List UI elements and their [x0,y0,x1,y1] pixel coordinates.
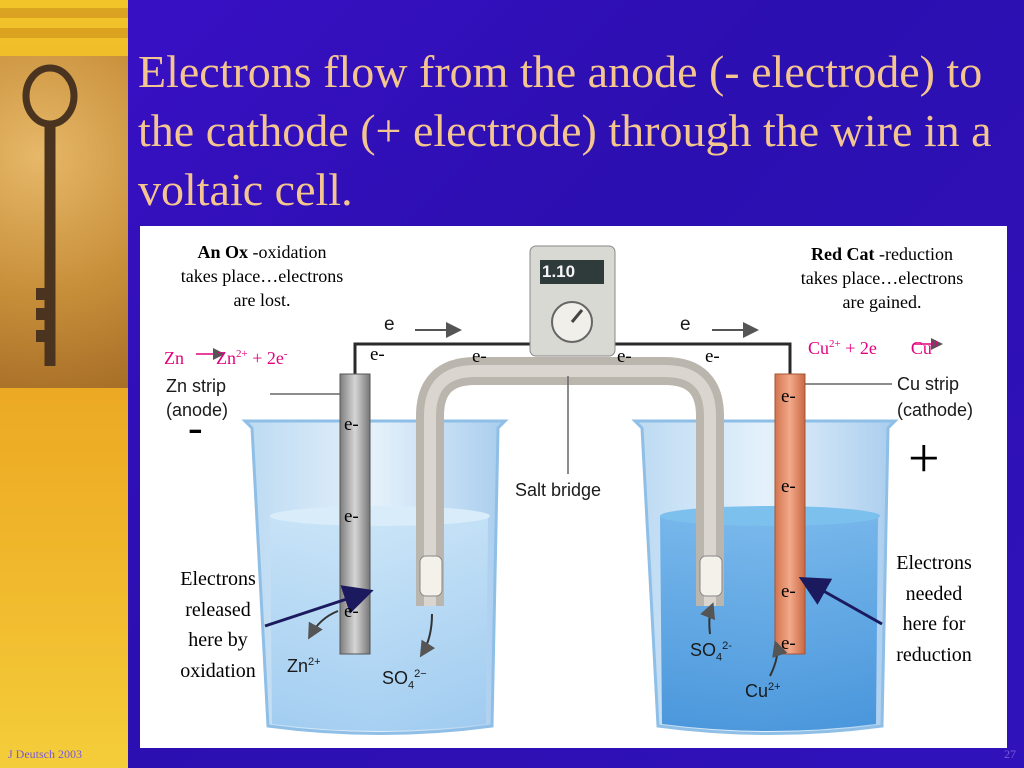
electron-label: e- [344,506,359,527]
wire-left [353,342,550,374]
electron-label: e- [781,633,796,654]
meter-reading: 1.10 [542,262,576,281]
electrons-needed-note: Electrons needed here for reduction [896,552,972,666]
sidebar-stripe [0,8,128,18]
electron-label: e- [344,414,359,435]
positive-sign: + [908,428,940,490]
left-sidebar [0,0,128,768]
cotton-plug [699,555,723,597]
footer-credit: J Deutsch 2003 [8,747,82,761]
cathode-label: (cathode) [897,400,974,420]
sulfate-right-label: SO42- [690,640,732,664]
salt-bridge-label: Salt bridge [515,480,602,500]
electron-label: e- [344,601,359,622]
electron-label: e- [370,344,385,365]
electron-label: e- [781,581,796,602]
anode-label: (anode) [166,400,229,420]
key-icon [22,64,78,366]
electron-label: e- [781,386,796,407]
sidebar-stripe [0,28,128,38]
cotton-plug [419,555,443,597]
electron-label: e- [472,346,487,367]
slide-number: 27 [1004,747,1016,761]
slide-title: Electrons flow from the anode (- electro… [138,46,992,215]
electron-label: e- [705,346,720,367]
redcat-note: Red Cat -reduction takes place…electrons… [800,244,964,312]
wire-electron-left: e [384,314,395,335]
electrons-released-note: Electrons released here by oxidation [180,568,256,682]
voltmeter [529,245,616,357]
diagram-panel: 1.10 e e Zn strip (anode) Cu strip (cath… [140,226,1007,748]
wire-right [595,342,792,374]
voltaic-cell-diagram [196,245,943,735]
electron-label: e- [617,346,632,367]
key-image [0,56,128,388]
zn-ion-label: Zn2+ [287,656,321,676]
sulfate-left-label: SO42− [382,668,427,692]
cu-ion-label: Cu2+ [745,681,781,701]
anox-note: An Ox -oxidation takes place…electrons a… [180,242,344,310]
copper-strip [774,373,806,655]
electron-label: e- [781,476,796,497]
zn-strip-label: Zn strip [166,376,227,396]
wire-electron-right: e [680,314,691,335]
negative-sign: - [188,403,203,452]
cu-strip-label: Cu strip [897,374,960,394]
